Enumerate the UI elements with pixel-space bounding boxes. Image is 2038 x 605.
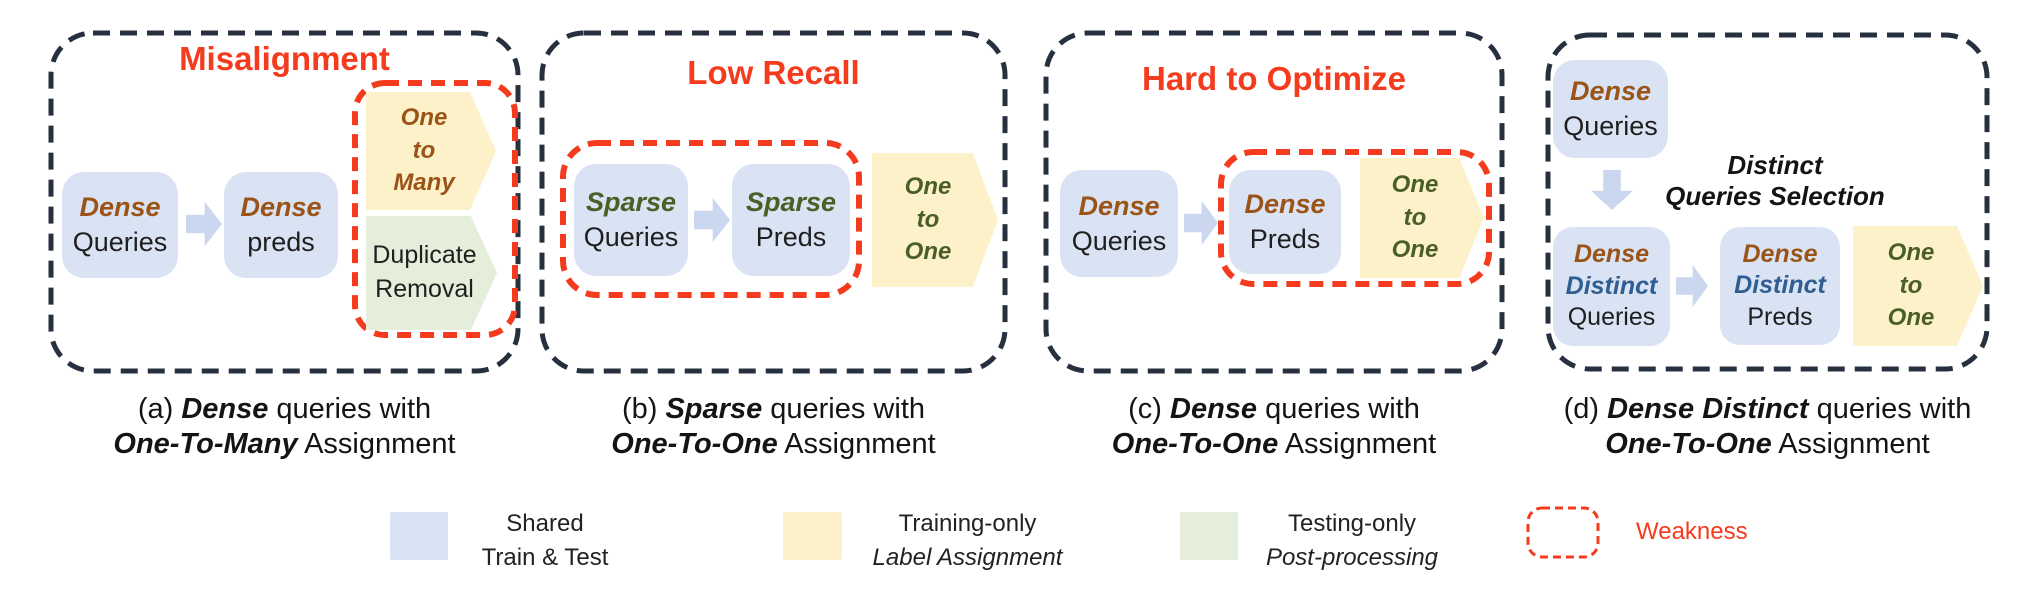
assign-line: to — [412, 136, 436, 164]
legend-weakness-label: Weakness — [1636, 518, 1748, 545]
legend-testing-label: Testing-only Post-processing — [1244, 507, 1460, 574]
sparse-queries-box: Sparse Queries — [574, 164, 688, 276]
caption-text: queries with — [1808, 393, 1972, 425]
weakness-outline — [560, 140, 862, 298]
caption-text: (d) — [1563, 393, 1608, 425]
weakness-outline — [1218, 149, 1492, 287]
assign-line: to — [916, 205, 940, 233]
dense-distinct-queries-box: Dense Distinct Queries — [1553, 227, 1670, 346]
distinct-queries-selection-label: Distinct Queries Selection — [1650, 150, 1900, 211]
panel-b-weakness-title: Low Recall — [687, 54, 860, 91]
box-em2-label: Distinct — [1565, 271, 1658, 300]
assign-line: to — [1899, 271, 1923, 299]
box-label: Preds — [755, 222, 827, 252]
weakness-outline — [352, 80, 518, 338]
duplicate-removal-pentagon: Duplicate Removal — [366, 216, 497, 330]
box-em-label: Dense — [1078, 190, 1160, 221]
post-line: Removal — [375, 275, 474, 303]
box-em-label: Sparse — [745, 187, 837, 218]
one-to-one-assignment-pentagon: One to One — [1853, 226, 1983, 346]
legend-training-swatch — [783, 512, 842, 560]
dense-queries-box: Dense Queries — [1060, 170, 1178, 277]
caption-d: (d) Dense Distinct queries with One-To-O… — [1545, 392, 1990, 463]
legend-line: Train & Test — [481, 543, 609, 571]
legend-line: Training-only — [898, 510, 1037, 537]
caption-emphasis: One-To-Many — [113, 428, 298, 461]
caption-emphasis: One-To-One — [1605, 428, 1772, 461]
box-label: Queries — [72, 227, 168, 257]
selection-line: Distinct — [1727, 150, 1823, 180]
box-label: Preds — [1747, 302, 1813, 331]
panel-d-border — [1545, 32, 1990, 372]
legend-line: Label Assignment — [872, 543, 1063, 571]
caption-c: (c) Dense queries with One-To-One Assign… — [1043, 392, 1505, 463]
caption-text: Assignment — [1771, 428, 1930, 461]
dense-preds-box: Dense preds — [224, 172, 338, 278]
caption-text: Assignment — [777, 428, 936, 461]
caption-a: (a) Dense queries with One-To-Many Assig… — [48, 392, 521, 463]
caption-text: Assignment — [297, 428, 456, 461]
caption-text: Assignment — [1278, 428, 1437, 461]
box-em-label: Sparse — [585, 187, 677, 218]
box-label: preds — [247, 227, 315, 257]
caption-text: (a) — [137, 393, 182, 425]
caption-emphasis: Dense — [1170, 393, 1258, 425]
assign-line: One — [904, 173, 952, 201]
caption-emphasis: Dense — [181, 393, 269, 425]
assign-line: One — [1391, 171, 1439, 199]
box-em-label: Dense — [79, 192, 161, 223]
legend-shared-swatch — [390, 512, 448, 560]
assign-line: One — [1391, 236, 1439, 264]
post-line: Duplicate — [372, 241, 477, 270]
caption-text: queries with — [268, 393, 432, 425]
assign-line: One — [1887, 304, 1935, 332]
assign-line: One — [1887, 239, 1935, 267]
caption-emphasis: Sparse — [665, 393, 763, 425]
panel-a-weakness-title: Misalignment — [179, 40, 390, 77]
box-label: Queries — [1563, 111, 1658, 141]
legend-line: Shared — [506, 510, 584, 537]
caption-text: (c) — [1128, 393, 1170, 425]
one-to-one-assignment-pentagon: One to One — [872, 153, 998, 287]
legend-line: Testing-only — [1287, 510, 1417, 537]
legend-testing-swatch — [1180, 512, 1238, 560]
box-em-label: Dense — [1569, 76, 1652, 107]
assign-line: One — [400, 104, 448, 132]
box-label: Queries — [1071, 225, 1167, 256]
legend-weakness-swatch — [1526, 506, 1600, 559]
dense-queries-box: Dense Queries — [62, 172, 178, 278]
legend-line: Post-processing — [1265, 543, 1439, 571]
assign-line: One — [904, 238, 952, 266]
dense-distinct-preds-box: Dense Distinct Preds — [1720, 227, 1840, 345]
box-em-label: Dense — [1742, 239, 1818, 268]
one-to-one-assignment-pentagon: One to One — [1360, 158, 1484, 278]
legend-training-label: Training-only Label Assignment — [850, 507, 1085, 574]
caption-text: queries with — [1257, 393, 1420, 425]
panel-b-border — [539, 30, 1008, 374]
caption-emphasis: Dense Distinct — [1607, 393, 1809, 425]
caption-b: (b) Sparse queries with One-To-One Assig… — [539, 392, 1008, 463]
assign-line: to — [1403, 203, 1427, 231]
one-to-many-assignment-pentagon: One to Many — [366, 92, 496, 210]
box-em2-label: Distinct — [1734, 271, 1826, 300]
box-em-label: Dense — [1573, 240, 1650, 269]
caption-text: (b) — [621, 393, 666, 425]
caption-emphasis: One-To-One — [611, 428, 778, 461]
panel-a-border — [48, 30, 521, 374]
dense-preds-box: Dense Preds — [1229, 170, 1341, 274]
selection-line: Queries Selection — [1665, 180, 1885, 211]
sparse-preds-box: Sparse Preds — [732, 164, 850, 276]
caption-text: queries with — [762, 393, 926, 425]
box-label: Queries — [583, 222, 679, 252]
caption-emphasis: One-To-One — [1111, 428, 1279, 461]
assign-line: Many — [393, 169, 455, 197]
panel-c-weakness-title: Hard to Optimize — [1141, 60, 1407, 97]
legend-shared-label: Shared Train & Test — [455, 507, 635, 574]
dense-queries-box: Dense Queries — [1553, 60, 1668, 158]
box-label: Preds — [1249, 224, 1321, 254]
box-em-label: Dense — [1244, 189, 1326, 220]
box-em-label: Dense — [240, 192, 322, 223]
box-label: Queries — [1567, 303, 1656, 332]
